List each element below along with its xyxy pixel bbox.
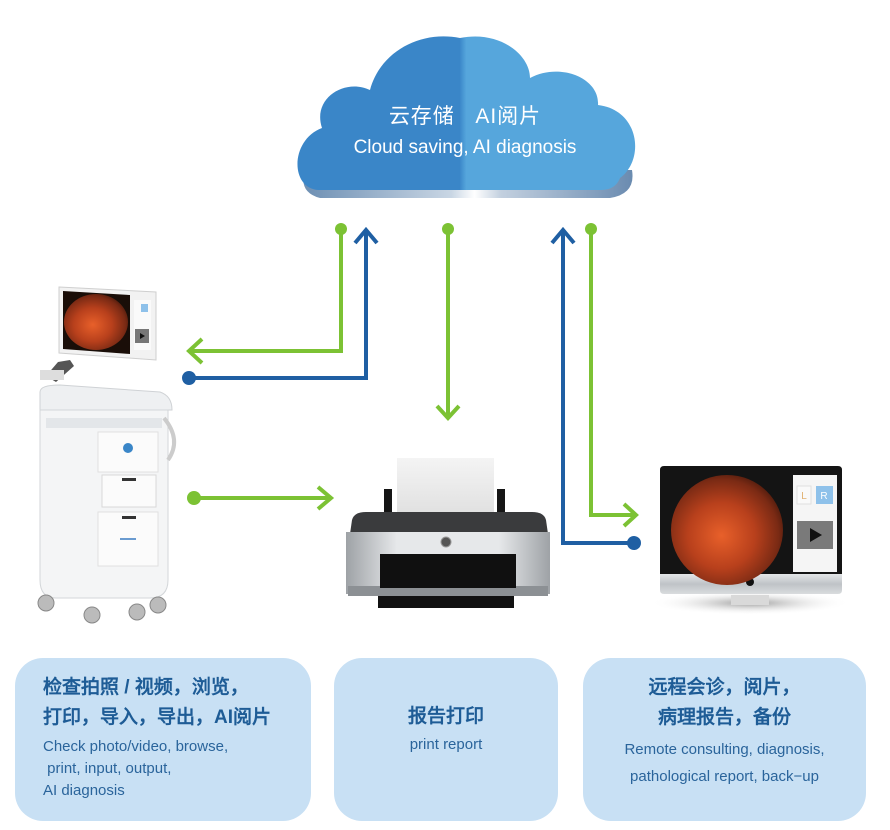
play-icon [810,528,822,542]
box-desc-line: AI diagnosis [43,782,125,799]
box-desc-line: print report [409,736,483,753]
box-desc-en: Remote consulting, diagnosis, pathologic… [583,736,866,790]
desktop-monitor: L R [650,466,850,615]
brand-logo-icon [123,443,133,453]
fundus-camera-cart [37,286,176,624]
box-desc-line: pathological report, back−up [630,768,819,785]
fundus-image [671,475,783,585]
arrow-cart-to-cloud [182,226,379,385]
arrow-cloud-to-printer [435,223,461,421]
cloud-face [297,36,636,191]
cloud-subtitle: Cloud saving, AI diagnosis [353,137,577,158]
cart-drawer [101,474,157,508]
arrow-head-up [353,226,379,245]
arrow-head-right [622,502,639,528]
feature-box-remote: 远程会诊，阅片， 病理报告，备份 Remote consulting, diag… [583,658,866,821]
right-eye-button: R [820,491,827,502]
arrow-head-left [186,337,204,365]
box-title-zh: 检查拍照 / 视频，浏览， 打印，导入，导出，AI阅片 [43,673,271,733]
box-desc-en: print report [334,734,558,756]
arrow-head-up [550,226,576,245]
printer-icon [346,458,550,608]
box-title-line: 检查拍照 / 视频，浏览， [43,677,249,698]
feature-box-printer: 报告打印 print report [334,658,558,821]
box-title-line: 远程会诊，阅片， [648,677,801,698]
arrow-head-right [316,485,335,511]
arrow-monitor-to-cloud [550,226,641,550]
cart-wheels [37,594,167,624]
box-title-line: 打印，导入，导出，AI阅片 [43,707,272,728]
viewer-panel: L R [793,475,837,572]
box-title-line: 报告打印 [407,706,484,727]
box-desc-line: print, input, output, [43,760,172,777]
box-desc-en: Check photo/video, browse, print, input,… [43,736,228,802]
arrow-head-down [435,404,461,421]
printer-paper [397,458,494,516]
box-desc-line: Remote consulting, diagnosis, [624,741,825,758]
printer-power-button [440,536,452,548]
left-eye-button: L [801,491,807,502]
box-title-line: 病理报告，备份 [657,707,791,728]
cart-screen [58,286,157,361]
arrow-cloud-to-cart [186,223,347,365]
arrow-cart-to-printer [187,485,335,511]
feature-box-cart: 检查拍照 / 视频，浏览， 打印，导入，导出，AI阅片 Check photo/… [15,658,311,821]
box-title-zh: 远程会诊，阅片， 病理报告，备份 [583,673,866,733]
box-desc-line: Check photo/video, browse, [43,738,229,755]
arrow-cloud-to-monitor [585,223,639,528]
cloud-title: 云存储 AI阅片 [388,105,542,128]
box-title-zh: 报告打印 [334,702,558,732]
cloud-icon [297,36,636,198]
